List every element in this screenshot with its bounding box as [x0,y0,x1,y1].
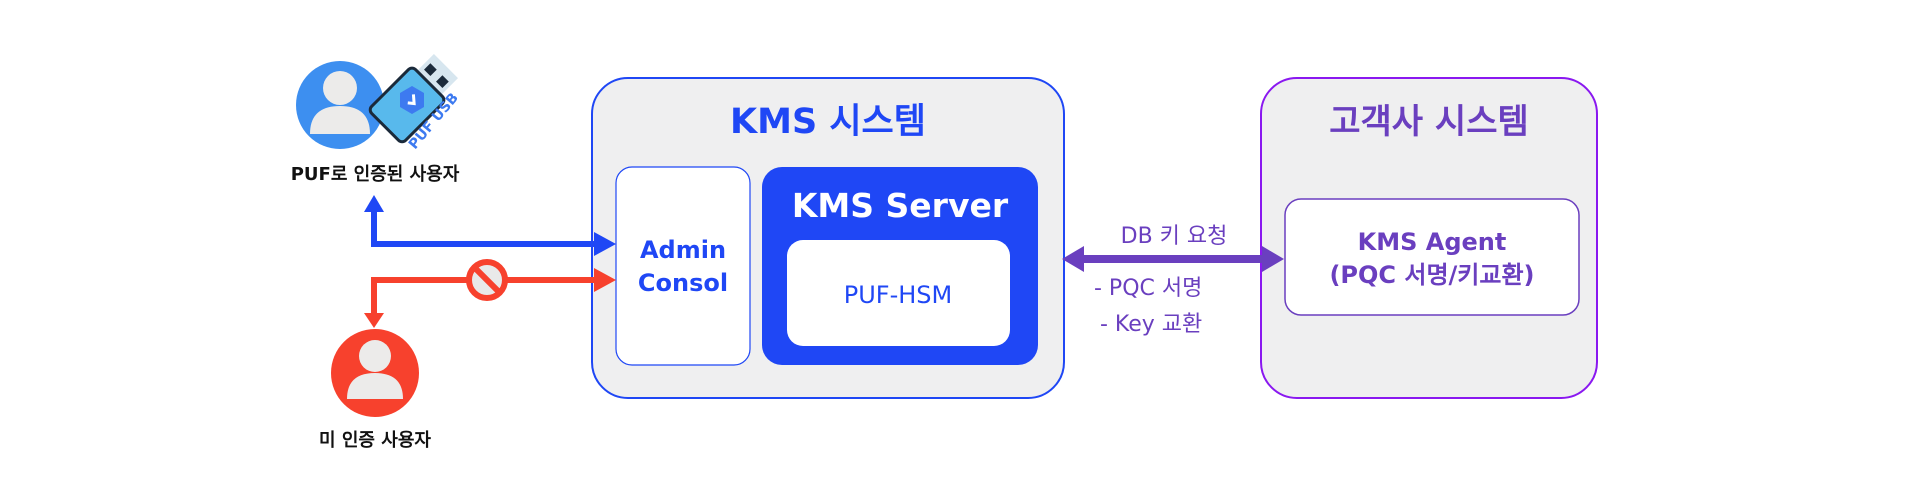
authenticated-access-arrow [364,195,616,256]
puf-hsm-label: PUF-HSM [844,281,953,309]
admin-console-label-line1: Admin [640,236,726,264]
kms-agent-box[interactable]: KMS Agent (PQC 서명/키교환) [1284,198,1580,316]
db-key-request-arrow [1062,246,1284,272]
customer-system-panel: 고객사 시스템 KMS Agent (PQC 서명/키교환) [1260,77,1598,399]
unauthenticated-user-avatar [331,329,419,417]
db-key-request-label: DB 키 요청 [1121,224,1228,249]
kms-agent-label-line1: KMS Agent [1358,228,1507,256]
unauthenticated-user-label: 미 인증 사용자 [319,430,431,451]
kms-server-box[interactable]: KMS Server PUF-HSM [762,167,1038,365]
authenticated-user-label: PUF로 인증된 사용자 [291,164,460,185]
kms-system-panel: KMS 시스템 Admin Consol KMS Server PUF-HSM [591,77,1065,399]
puf-hsm-box[interactable]: PUF-HSM [787,240,1010,346]
blocked-icon [466,259,508,301]
authenticated-user-avatar [296,61,384,149]
customer-system-title: 고객사 시스템 [1329,102,1529,142]
connection-item-pqc-signature: - PQC 서명 [1094,276,1202,301]
kms-agent-label-line2: (PQC 서명/키교환) [1329,261,1534,289]
connection-item-key-exchange: - Key 교환 [1100,312,1202,337]
kms-server-title: KMS Server [792,186,1009,225]
puf-usb-icon [368,54,458,144]
admin-console-box[interactable]: Admin Consol [615,166,751,366]
admin-console-label-line2: Consol [638,269,728,297]
unauthenticated-access-arrow [364,268,616,328]
kms-system-title: KMS 시스템 [730,102,926,142]
